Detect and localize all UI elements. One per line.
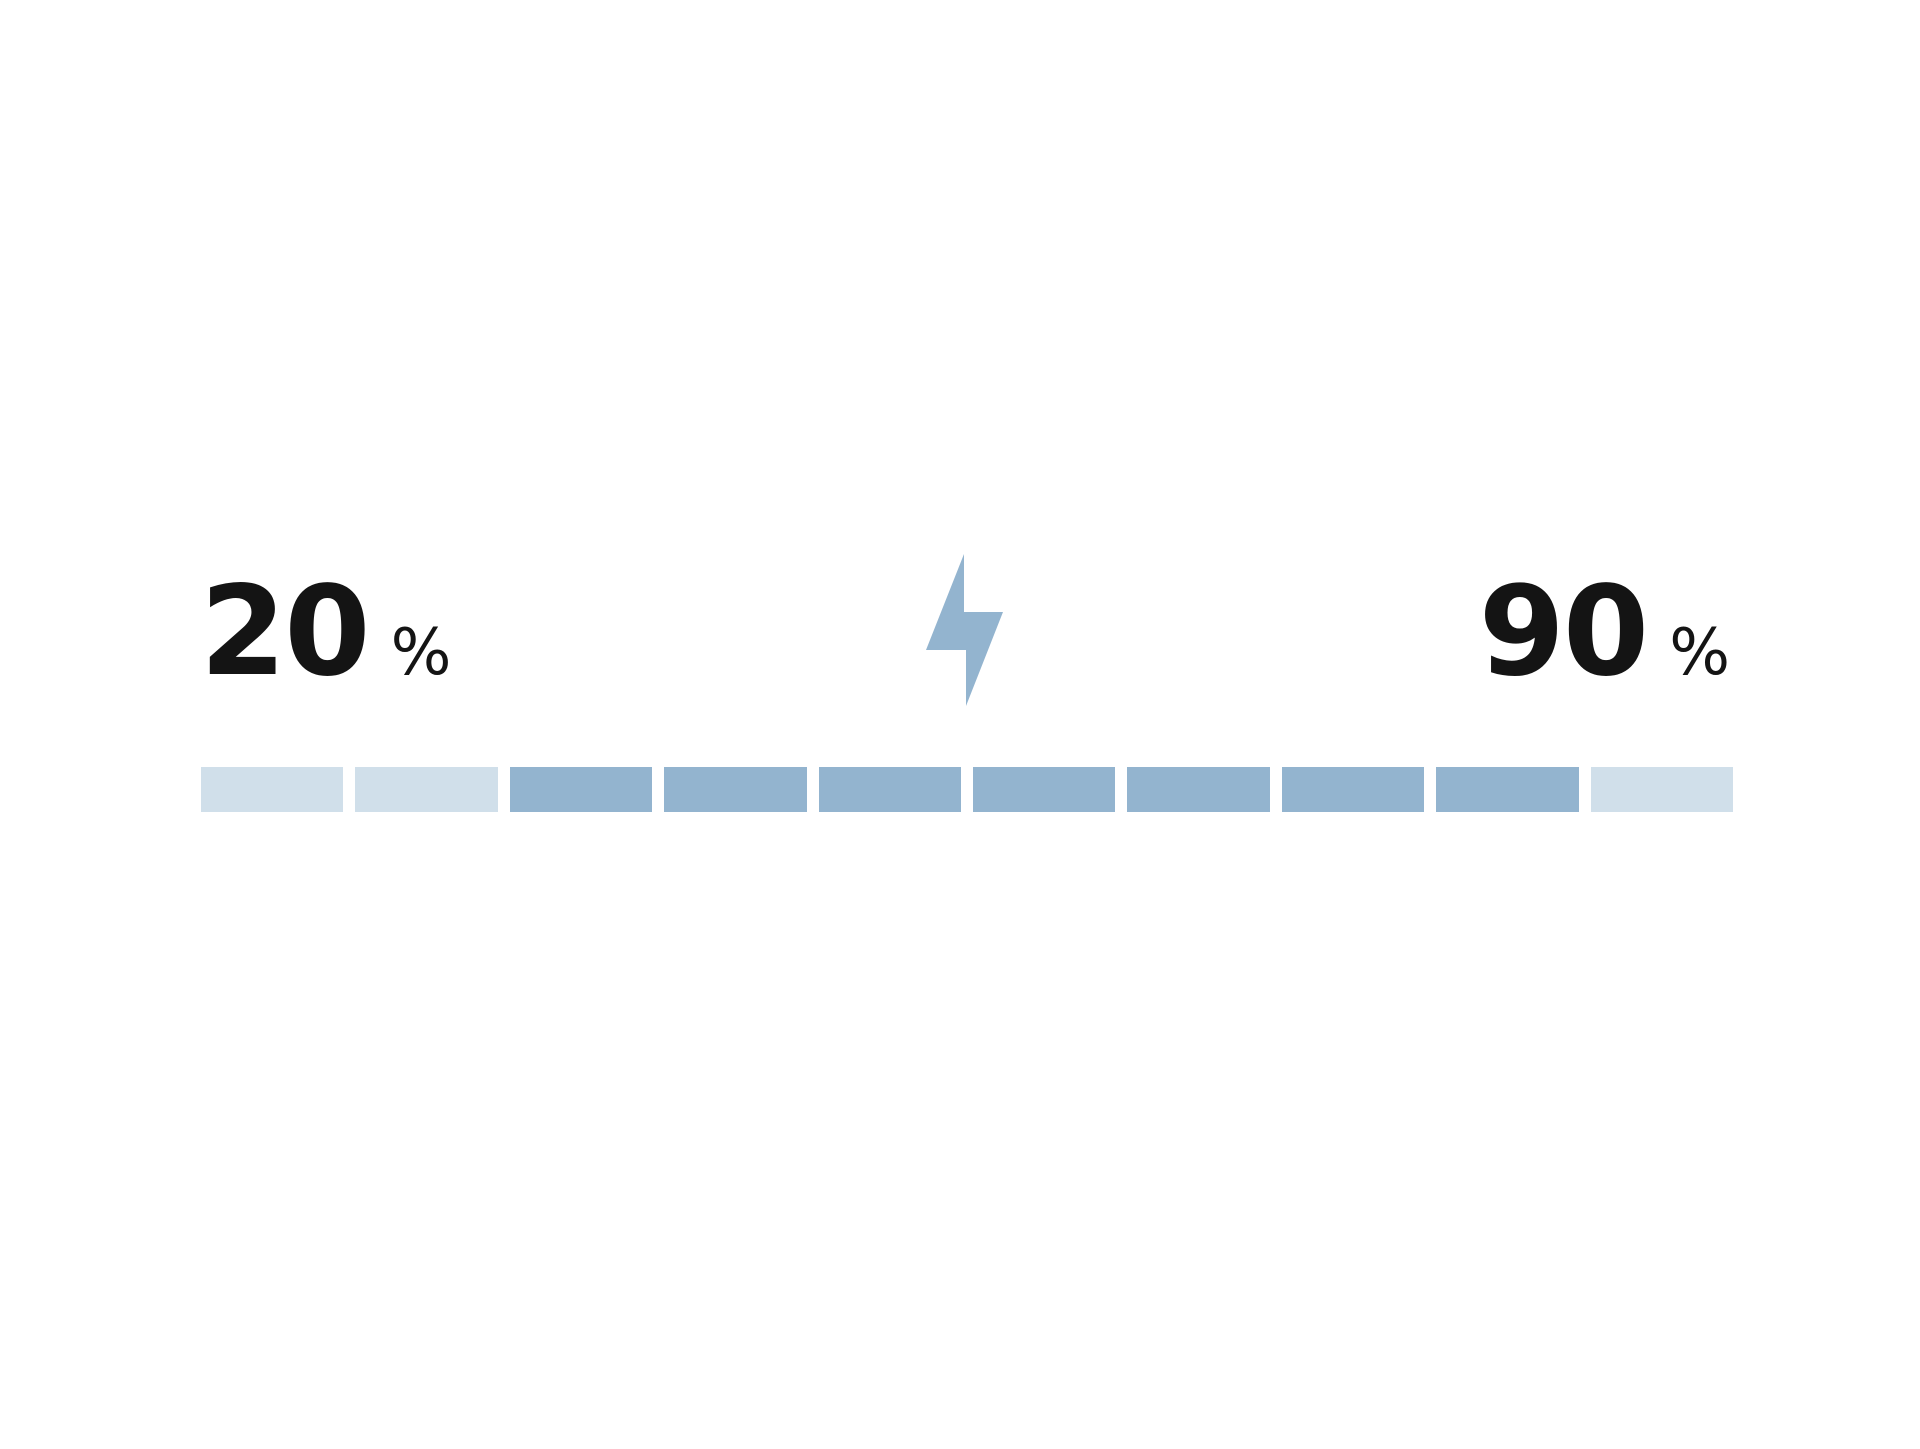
bar-segment-filled	[664, 767, 807, 812]
end-unit: %	[1669, 616, 1730, 690]
bar-segment-empty	[201, 767, 344, 812]
bar-segment-filled	[509, 767, 653, 812]
bar-segment-filled	[973, 767, 1116, 812]
bar-segment-filled	[818, 767, 962, 812]
bar-segment-filled	[1127, 767, 1270, 812]
bar-segment-filled	[1281, 767, 1425, 812]
start-value: 20	[200, 560, 371, 704]
end-value: 90	[1478, 560, 1650, 704]
start-unit: %	[390, 616, 452, 690]
end-percentage: 90 %	[1479, 570, 1730, 694]
bar-segment-filled	[1436, 767, 1579, 812]
bar-segment-empty	[355, 767, 498, 812]
start-percentage: 20 %	[200, 570, 451, 694]
lightning-bolt-icon	[926, 554, 1003, 706]
bar-segment-empty	[1590, 767, 1734, 812]
charge-segment-bar	[201, 767, 1734, 812]
